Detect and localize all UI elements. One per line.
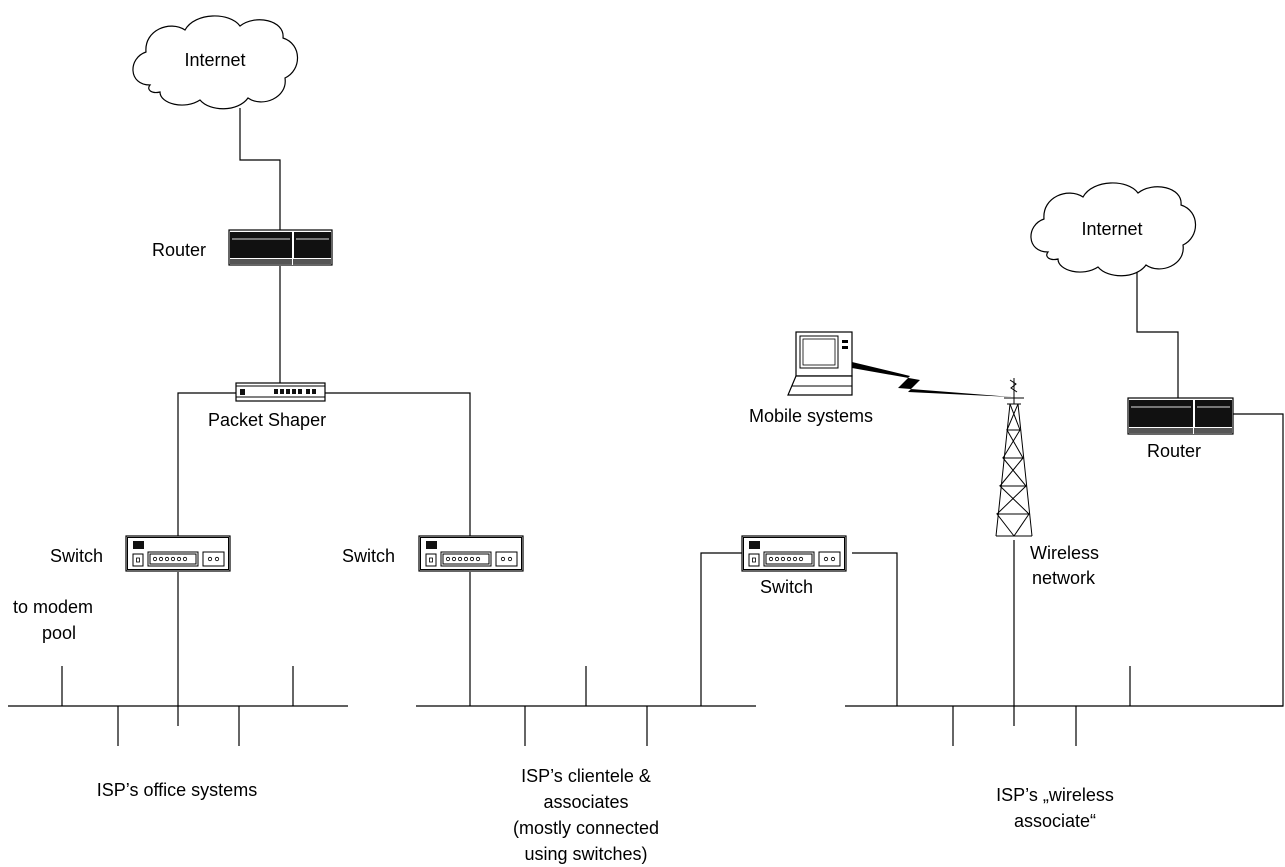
bus-wireless (845, 666, 1283, 746)
router-icon (1127, 397, 1234, 435)
modem-pool-label-line1: to modem (13, 597, 93, 617)
packet-shaper-label: Packet Shaper (208, 410, 326, 430)
segment-wireless-label-line1: ISP’s „wireless (996, 785, 1114, 805)
wireless-network-label-line2: network (1032, 568, 1096, 588)
segment-clientele-label-line2: associates (543, 792, 628, 812)
internet-label-left: Internet (184, 50, 245, 70)
lightning-link-icon (852, 362, 1012, 397)
bus-office (8, 666, 348, 746)
switch-icon (125, 535, 231, 572)
mobile-systems-label: Mobile systems (749, 406, 873, 426)
bus-clientele (416, 666, 756, 746)
switch-label-right: Switch (760, 577, 813, 597)
segment-clientele-label-line3: (mostly connected (513, 818, 659, 838)
radio-tower-icon (995, 378, 1033, 537)
cloud-icon (1030, 182, 1197, 277)
router-label-left: Router (152, 240, 206, 260)
wireless-network-label-line1: Wireless (1030, 543, 1099, 563)
modem-pool-label-line2: pool (42, 623, 76, 643)
router-label-right: Router (1147, 441, 1201, 461)
cloud-icon (132, 15, 299, 110)
laptop-icon (787, 331, 853, 396)
switch-icon (418, 535, 524, 572)
packet-shaper-icon (235, 382, 326, 402)
internet-label-right: Internet (1081, 219, 1142, 239)
segment-office-label: ISP’s office systems (97, 780, 257, 800)
switch-icon (741, 535, 847, 572)
switch-label-middle: Switch (342, 546, 395, 566)
segment-clientele-label-line4: using switches) (524, 844, 647, 864)
segment-wireless-label-line2: associate“ (1014, 811, 1096, 831)
segment-clientele-label-line1: ISP’s clientele & (521, 766, 651, 786)
switch-label-left: Switch (50, 546, 103, 566)
router-icon (228, 229, 333, 266)
